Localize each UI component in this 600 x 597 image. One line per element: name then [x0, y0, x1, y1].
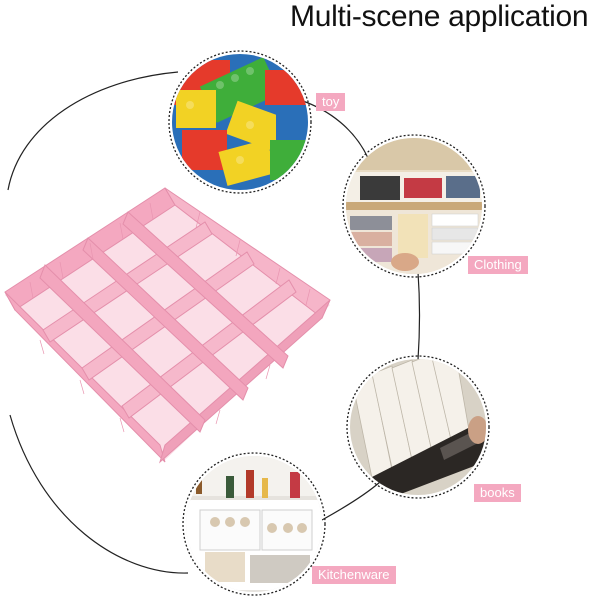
tag-books: books — [474, 484, 521, 502]
connector-arc — [7, 71, 189, 574]
tag-kitchenware: Kitchenware — [312, 566, 396, 584]
toy-photo — [172, 54, 308, 190]
tag-clothing: Clothing — [468, 256, 528, 274]
tag-toy: toy — [316, 93, 346, 111]
kitchenware-photo — [186, 456, 322, 592]
clothing-photo — [346, 138, 482, 274]
connector-line — [321, 481, 381, 521]
drawer-divider-grid — [4, 187, 331, 464]
connector-line — [299, 99, 369, 159]
books-photo — [350, 359, 486, 495]
connector-line — [417, 271, 421, 361]
page-title: Multi-scene application — [290, 0, 589, 33]
